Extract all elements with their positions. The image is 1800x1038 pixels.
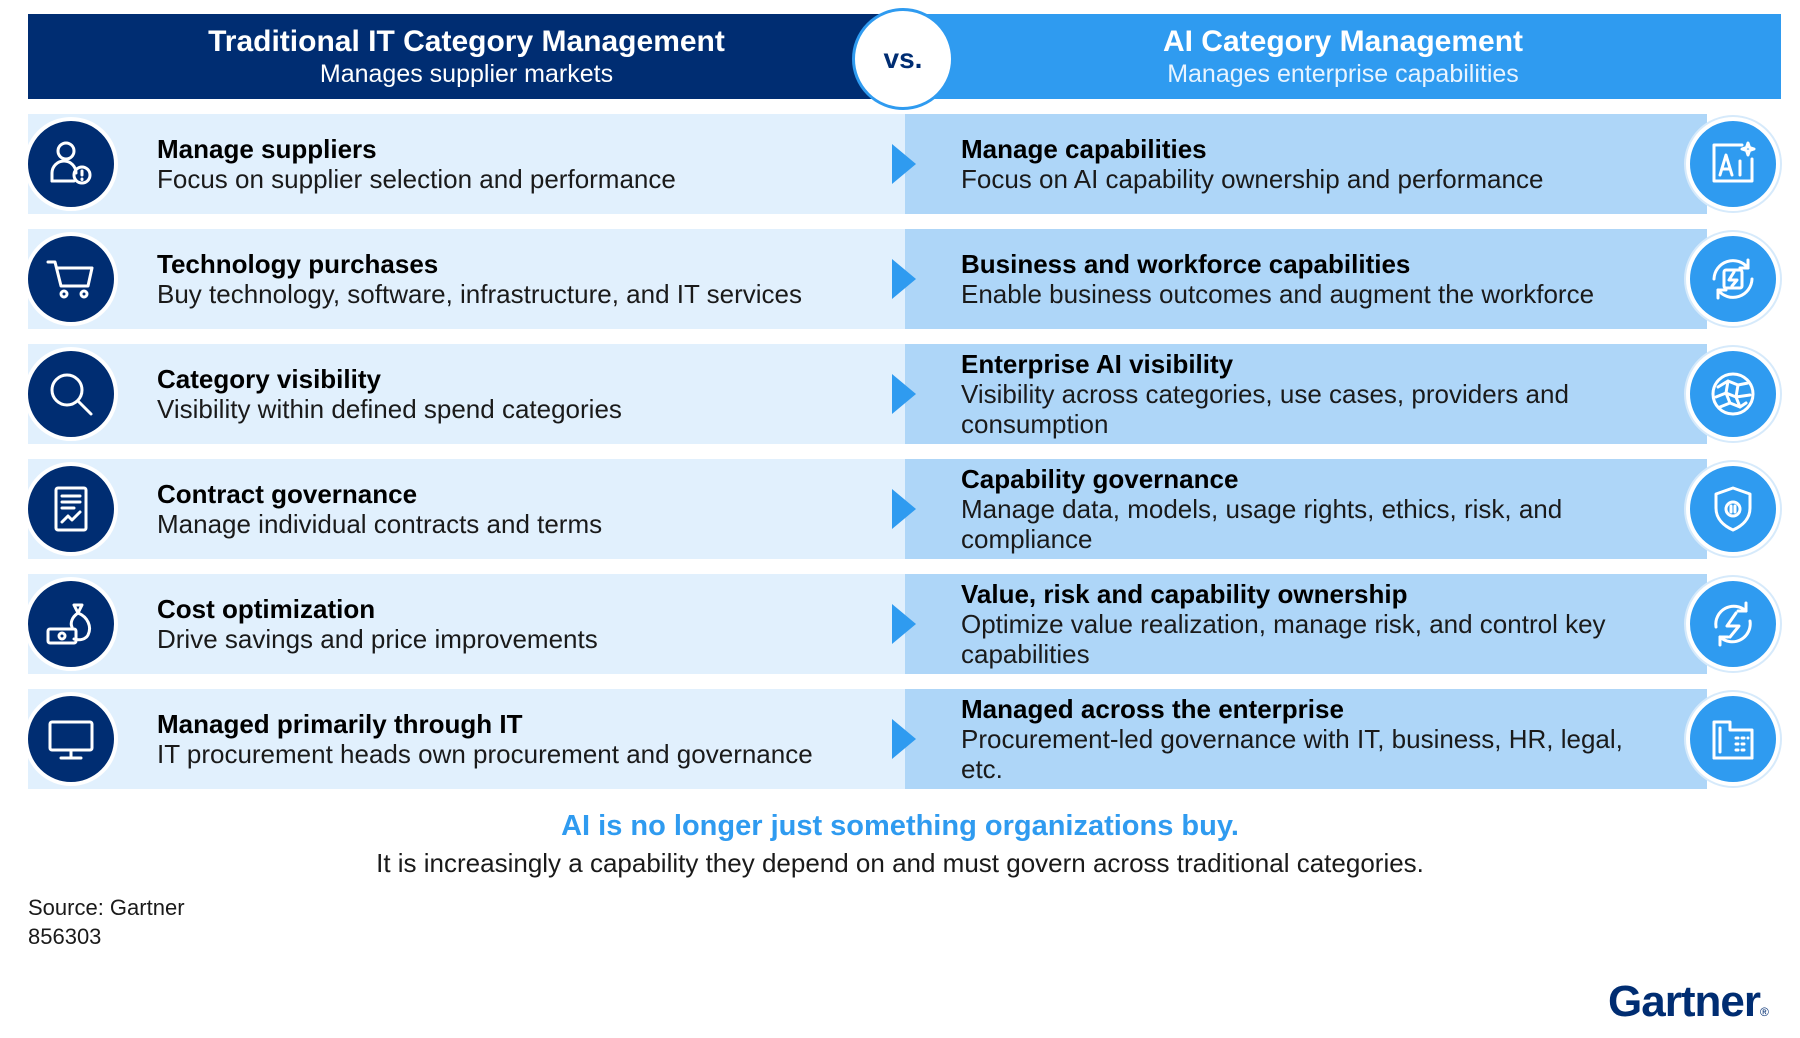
magnifier-icon: [24, 347, 118, 441]
ai-header-subtitle: Manages enterprise capabilities: [1167, 59, 1519, 88]
right-description: Enable business outcomes and augment the…: [961, 279, 1595, 309]
gartner-logo-text: Gartner: [1608, 977, 1761, 1026]
left-description: Drive savings and price improvements: [157, 624, 598, 654]
left-title: Manage suppliers: [157, 134, 377, 164]
ai-header-title: AI Category Management: [1162, 24, 1524, 58]
ai-sparkle-icon: [1686, 117, 1780, 211]
right-band: [905, 114, 1707, 214]
traditional-header-title: Traditional IT Category Management: [208, 24, 725, 58]
right-description: Procurement-led governance with IT, busi…: [961, 724, 1623, 784]
left-band: [28, 459, 905, 559]
comparison-row: Category visibility Visibility within de…: [0, 344, 1800, 444]
monitor-icon: [24, 692, 118, 786]
left-description: Manage individual contracts and terms: [157, 509, 603, 539]
figure-code: 856303: [28, 924, 102, 949]
right-band: [905, 229, 1707, 329]
right-text: Managed across the enterprise Procuremen…: [961, 689, 1671, 789]
money-bag-icon: [24, 577, 118, 671]
right-title: Value, risk and capability ownership: [961, 579, 1408, 609]
arrow-right-icon: [892, 259, 916, 299]
comparison-row: Managed primarily through IT IT procurem…: [0, 689, 1800, 789]
left-title: Category visibility: [157, 364, 381, 394]
contract-document-icon: [24, 462, 118, 556]
left-band: [28, 689, 905, 789]
registered-mark: ®: [1759, 1005, 1769, 1019]
left-description: Focus on supplier selection and performa…: [157, 164, 676, 194]
left-description: Visibility within defined spend categori…: [157, 394, 622, 424]
left-title: Contract governance: [157, 479, 418, 509]
tagline-subtext: It is increasingly a capability they dep…: [376, 848, 1424, 878]
source-note: Source: Gartner 856303: [28, 893, 185, 951]
right-band: [905, 344, 1707, 444]
comparison-row: Technology purchases Buy technology, sof…: [0, 229, 1800, 329]
ai-header: AI Category Management Manages enterpris…: [905, 14, 1781, 99]
right-text: Enterprise AI visibility Visibility acro…: [961, 344, 1671, 444]
arrow-right-icon: [892, 489, 916, 529]
enterprise-building-icon: [1686, 692, 1780, 786]
right-text: Capability governance Manage data, model…: [961, 459, 1671, 559]
left-text: Category visibility Visibility within de…: [157, 344, 877, 444]
left-text: Manage suppliers Focus on supplier selec…: [157, 114, 877, 214]
right-title: Managed across the enterprise: [961, 694, 1344, 724]
traditional-header: Traditional IT Category Management Manag…: [28, 14, 905, 99]
right-description: Visibility across categories, use cases,…: [961, 379, 1569, 439]
comparison-row: Manage suppliers Focus on supplier selec…: [0, 114, 1800, 214]
tagline: AI is no longer just something organizat…: [561, 810, 1239, 842]
left-text: Managed primarily through IT IT procurem…: [157, 689, 877, 789]
right-title: Manage capabilities: [961, 134, 1207, 164]
right-band: [905, 459, 1707, 559]
comparison-row: Contract governance Manage individual co…: [0, 459, 1800, 559]
left-band: [28, 574, 905, 674]
right-text: Value, risk and capability ownership Opt…: [961, 574, 1671, 674]
lightning-refresh-icon: [1686, 577, 1780, 671]
left-title: Technology purchases: [157, 249, 439, 279]
left-band: [28, 344, 905, 444]
traditional-header-subtitle: Manages supplier markets: [319, 59, 614, 88]
right-text: Manage capabilities Focus on AI capabili…: [961, 114, 1671, 214]
right-title: Business and workforce capabilities: [961, 249, 1411, 279]
vs-badge: vs.: [852, 8, 954, 110]
comparison-row: Cost optimization Drive savings and pric…: [0, 574, 1800, 674]
right-text: Business and workforce capabilities Enab…: [961, 229, 1671, 329]
left-title: Managed primarily through IT: [157, 709, 523, 739]
left-title: Cost optimization: [157, 594, 376, 624]
left-text: Contract governance Manage individual co…: [157, 459, 877, 559]
arrow-right-icon: [892, 604, 916, 644]
arrow-right-icon: [892, 374, 916, 414]
right-title: Enterprise AI visibility: [961, 349, 1234, 379]
right-title: Capability governance: [961, 464, 1239, 494]
left-text: Technology purchases Buy technology, sof…: [157, 229, 877, 329]
right-description: Manage data, models, usage rights, ethic…: [961, 494, 1563, 554]
network-globe-icon: [1686, 347, 1780, 441]
gartner-logo: Gartner®: [1608, 977, 1769, 1027]
source-label: Source: Gartner: [28, 895, 185, 920]
cycle-lightning-icon: [1686, 232, 1780, 326]
left-text: Cost optimization Drive savings and pric…: [157, 574, 877, 674]
right-description: Optimize value realization, manage risk,…: [961, 609, 1606, 669]
right-band: [905, 689, 1707, 789]
left-band: [28, 114, 905, 214]
shield-icon: [1686, 462, 1780, 556]
shopping-cart-icon: [24, 232, 118, 326]
arrow-right-icon: [892, 719, 916, 759]
left-description: Buy technology, software, infrastructure…: [157, 279, 802, 309]
right-description: Focus on AI capability ownership and per…: [961, 164, 1544, 194]
supplier-person-icon: [24, 117, 118, 211]
right-band: [905, 574, 1707, 674]
left-band: [28, 229, 905, 329]
left-description: IT procurement heads own procurement and…: [157, 739, 813, 769]
arrow-right-icon: [892, 144, 916, 184]
